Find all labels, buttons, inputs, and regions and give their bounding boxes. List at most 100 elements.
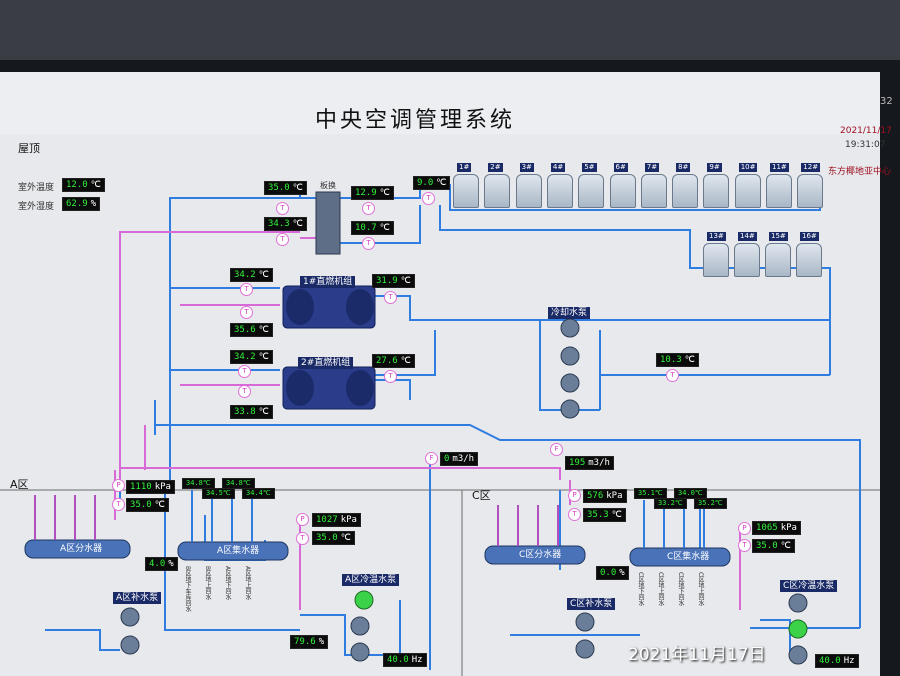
cooling-tower-icon [578, 174, 605, 208]
cooling-tower-icon [672, 174, 699, 208]
chiller1-temp-2: 35.6℃ [230, 323, 273, 337]
cooling-tower-label: 14# [738, 232, 757, 241]
c-collector-label: C区集水器 [667, 552, 710, 562]
temp-sensor-icon: T [112, 498, 125, 511]
cooling-tower-13: 13# [702, 232, 729, 277]
cooling-tower-8: 8# [671, 163, 699, 208]
a-branch-temp: 34.8℃ [182, 478, 215, 489]
corner-number: 32 [880, 96, 893, 107]
pressure-sensor-icon: P [296, 513, 309, 526]
flow-sensor-icon: F [550, 443, 563, 456]
c-distributor [484, 505, 586, 565]
chiller2-temp-3: 27.6℃ [372, 354, 415, 368]
cooling-tower-icon [797, 174, 824, 208]
page-title: 中央空调管理系统 [315, 108, 516, 133]
ex-out-temp-2: 10.7℃ [351, 221, 394, 235]
outdoor-temp-value: 12.0℃ [62, 178, 105, 192]
cooling-tower-icon [734, 174, 761, 208]
cooling-tower-icon [546, 174, 573, 208]
c-branch-temp: 35.1℃ [634, 488, 667, 499]
plate-exchanger [315, 191, 341, 255]
c-supply-temp: 35.3℃ [583, 508, 626, 522]
a-collector-label: A区集水器 [217, 546, 260, 556]
temp-sensor-icon: T [568, 508, 581, 521]
cooling-tower-label: 7# [644, 163, 660, 172]
a-collector [177, 490, 289, 561]
cooling-tower-label: 8# [676, 163, 691, 172]
pumps [120, 318, 808, 665]
cooling-tower-label: 11# [770, 163, 789, 172]
outdoor-temp-label: 室外温度 [18, 183, 55, 193]
org-label: 东方椰地亚中心 [828, 167, 892, 177]
cooling-tower-2: 2# [483, 163, 511, 208]
cooling-tower-15: 15# [764, 232, 791, 277]
pump-running-c [788, 619, 808, 639]
a-pump-percent: 79.6% [290, 635, 329, 649]
c-branch-temp: 34.0℃ [674, 488, 707, 499]
tower-in-temp: 9.0℃ [413, 176, 451, 190]
cooling-tower-label: 15# [769, 232, 788, 241]
chiller-1-label: 1#直燃机组 [300, 276, 356, 288]
cooling-tower-9: 9# [702, 163, 730, 208]
exchanger-label: 板换 [320, 181, 336, 190]
temp-sensor-icon: T [384, 291, 397, 304]
a-supply-temp: 35.0℃ [126, 498, 169, 512]
c-valve-opening: 0.0% [596, 566, 629, 580]
outdoor-hum-value: 62.9% [62, 197, 101, 211]
chiller2-temp-2: 33.8℃ [230, 405, 273, 419]
ex-out-temp-1: 12.9℃ [351, 186, 394, 200]
temp-sensor-icon: T [666, 369, 679, 382]
cooling-tower-icon [453, 174, 479, 208]
temp-sensor-icon: T [384, 370, 397, 383]
temp-sensor-icon: T [422, 192, 435, 205]
temp-sensor-icon: T [362, 237, 375, 250]
chiller-1 [282, 285, 376, 329]
cooling-tower-icon [515, 174, 542, 208]
a-branch-temp: 34.4℃ [242, 488, 275, 499]
cooling-tower-label: 10# [738, 163, 758, 172]
chiller-2-label: 2#直燃机组 [298, 357, 354, 369]
cooling-pump-label: 冷却水泵 [548, 307, 591, 319]
a-branch-name: A区地下回水 [224, 566, 231, 601]
cooling-tower-label: 9# [707, 163, 722, 172]
cooling-tower-10: 10# [734, 163, 761, 208]
section-roof: 屋顶 [18, 142, 40, 155]
cooling-tower-1: 1# [452, 163, 479, 208]
pressure-sensor-icon: P [738, 522, 751, 535]
ex-in-temp-1: 35.0℃ [264, 181, 307, 195]
c-makeup-pump-label: C区补水泵 [567, 598, 616, 610]
ex-in-temp-2: 34.3℃ [264, 217, 307, 231]
chiller1-temp-1: 34.2℃ [230, 268, 273, 282]
cooling-tower-label: 12# [801, 163, 821, 172]
cooling-tower-icon [734, 243, 760, 277]
outdoor-hum-label: 室外湿度 [18, 202, 55, 212]
cooling-tower-label: 6# [613, 163, 628, 172]
cooling-tower-icon [766, 174, 792, 208]
c-branch-name: C区地上回水 [657, 572, 664, 607]
cooling-tower-label: 2# [488, 163, 503, 172]
cooling-tower-16: 16# [795, 232, 822, 277]
a-branch-temp: 34.8℃ [222, 478, 255, 489]
time-readout: 19:31:07 [845, 140, 886, 150]
c-distributor-label: C区分水器 [519, 550, 562, 560]
c-branch-temp: 35.2℃ [694, 498, 727, 509]
section-a: A区 [10, 478, 29, 491]
a-distributor [24, 495, 131, 559]
header-band [0, 72, 880, 134]
photo-date-stamp: 2021年11月17日 [628, 645, 766, 665]
a-makeup-pump-label: A区补水泵 [113, 592, 162, 604]
flow-sensor-icon: F [425, 452, 438, 465]
c-branch-name: C区地上回水 [697, 572, 704, 607]
c-hot-pump-label: C区冷温水泵 [780, 580, 838, 592]
section-c: C区 [472, 489, 491, 502]
cooling-tower-icon [703, 174, 730, 208]
temp-sensor-icon: T [238, 365, 251, 378]
a-return-temp: 35.0℃ [312, 531, 355, 545]
